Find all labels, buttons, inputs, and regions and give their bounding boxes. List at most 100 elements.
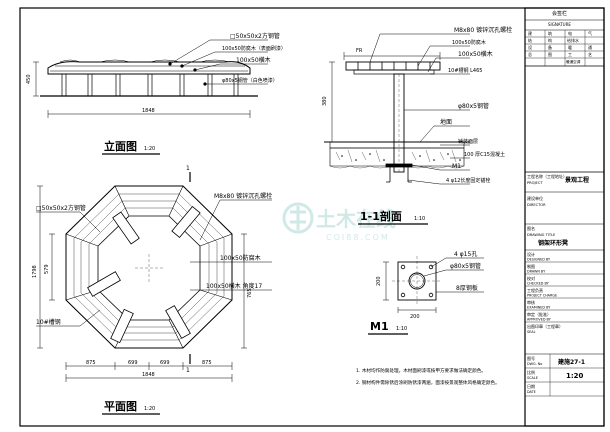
tb-sig-cell: 艺 — [588, 52, 592, 57]
section-dim-height: 380 — [322, 96, 328, 106]
tb-date-label-en: DATE — [527, 390, 536, 394]
section-view — [324, 33, 470, 185]
tb-dwgno-label: 图号 — [527, 355, 535, 361]
tb-sig-cell: 通 — [588, 44, 592, 50]
tb-row-label: 审定（批准） — [527, 311, 551, 317]
tb-row-label: 设计 — [527, 251, 535, 257]
elevation-dim-length: 1848 — [142, 108, 155, 114]
tb-row-label-en: DRAWN BY — [527, 270, 546, 274]
tb-row-label-en: PROJECT CHARGE — [527, 294, 557, 298]
m1-callout: φ80x5钢管 — [450, 262, 481, 270]
plan-dim-right: 765 — [247, 288, 253, 298]
plan-dim: 875 — [202, 360, 212, 366]
plan-callout: 100x50防腐木 — [220, 254, 261, 262]
tb-project-name: 景观工程 — [564, 176, 589, 184]
note-line: 1. 木材均作防腐处理，木材面刷漆或按甲方要求做法确定颜色。 — [356, 367, 486, 374]
tb-seal-label: 出图印章（工程章） — [527, 323, 563, 329]
tb-row-label: 工程负责 — [527, 287, 543, 293]
tb-drawing-number: 建施27-1 — [558, 358, 585, 366]
tb-header-en: SIGNATURE — [548, 22, 571, 27]
section-callout: 4 φ12长度固定锚栓 — [446, 177, 490, 184]
watermark: 土木在线 COI88.COM — [282, 202, 396, 242]
plan-title: 平面图 1:20 — [102, 400, 160, 415]
m1-dim: 200 — [410, 314, 420, 320]
plan-dim: 875 — [86, 360, 96, 366]
tb-sig-cell: 设 — [528, 44, 532, 50]
tb-title-label-en: DRAWING TITLE — [527, 233, 556, 237]
elevation-callout: φ80x5钢管（白色喷漆） — [222, 77, 278, 84]
tb-project-label: 工程名称（工程地址） — [527, 173, 567, 179]
section-title: 1-1剖面 1:10 — [358, 209, 428, 225]
plan-callout: 100x50横木 角度17 — [206, 282, 262, 290]
m1-title: M1 1:10 — [368, 320, 408, 335]
tb-project-label-en: PROJECT — [527, 181, 543, 185]
plan-dim-total: 1848 — [142, 372, 155, 378]
elevation-callout: 100x50横木 — [236, 56, 271, 64]
plan-section-mark: 1 — [186, 165, 190, 172]
tb-row-label-en: EXAMINED BY — [527, 306, 551, 310]
section-dim-width: FR — [356, 48, 363, 54]
plan-dim-left: 1798 — [32, 265, 38, 278]
tb-title-label: 图名 — [527, 225, 535, 231]
tb-row-label-en: APPROVED BY — [527, 318, 552, 322]
section-callout: φ80x5钢管 — [458, 102, 489, 110]
plan-dim: 699 — [128, 360, 138, 366]
elevation-scale: 1:20 — [144, 146, 155, 152]
elevation-title: 立面图 1:20 — [102, 139, 160, 155]
watermark-text: 土木在线 — [316, 207, 396, 231]
section-callout: M8x80 镀锌沉孔螺栓 — [454, 26, 512, 34]
notes: 1. 木材均作防腐处理，木材面刷漆或按甲方要求做法确定颜色。 2. 钢材构件需除… — [356, 367, 500, 386]
m1-callout: 8厚钢板 — [456, 284, 478, 292]
title-block — [524, 7, 605, 427]
tb-header: 会签栏 — [552, 10, 567, 17]
plan-callout: □50x50x2方钢管 — [36, 204, 86, 212]
section-callout: 铺装面层 — [458, 138, 478, 145]
tb-row-label: 校对 — [527, 275, 535, 281]
plan-section-mark: 1 — [186, 367, 190, 374]
section-scale: 1:10 — [414, 216, 425, 222]
tb-row-label: 审核 — [527, 299, 535, 305]
tb-sig-cell: 总 — [528, 51, 532, 57]
tb-row-label-en: CHECKED BY — [527, 282, 550, 286]
plan-view — [36, 172, 272, 382]
tb-sig-cell: 结 — [528, 37, 532, 43]
section-title-text: 1-1剖面 — [360, 209, 402, 223]
note-line: 2. 钢材构件需除锈后涂刷防锈漆两遍，面漆按景观整体风格确定颜色。 — [356, 379, 500, 386]
m1-title-text: M1 — [370, 320, 389, 333]
tb-sig-cell: 构 — [548, 37, 552, 43]
tb-director-label: 建设单位 — [527, 195, 543, 201]
section-callout: 100 厚C15混凝土 — [464, 151, 505, 158]
tb-drawing-title: 钢架环形凳 — [538, 239, 568, 247]
plan-dim: 699 — [160, 360, 170, 366]
elevation-title-text: 立面图 — [104, 139, 137, 153]
section-callout: 100x50防腐木 — [452, 39, 486, 46]
tb-sig-cell: 暖 — [568, 44, 572, 50]
watermark-logo-icon — [282, 202, 314, 234]
tb-sig-cell: 暖通空调 — [566, 59, 581, 64]
m1-callout: 4 φ15孔 — [454, 250, 477, 258]
title-block-text: 会签栏 SIGNATURE 建 筑 电 气 结 构 给排水 设 备 暖 通 总 … — [527, 10, 592, 394]
tb-dwgno-label-en: DWG. No — [527, 362, 542, 366]
plan-dim-left: 579 — [44, 264, 50, 274]
section-callout: 10#槽钢 L465 — [448, 67, 482, 74]
elevation-callout: □50x50x2方钢管 — [230, 32, 280, 40]
plan-callout: M8x80 镀锌沉孔螺栓 — [214, 192, 272, 200]
plan-title-text: 平面图 — [104, 400, 137, 413]
tb-sig-cell: 建 — [528, 30, 532, 36]
watermark-subtext: COI88.COM — [326, 233, 390, 242]
tb-seal-label-en: SEAL — [527, 330, 536, 334]
tb-sig-cell: 电 — [568, 30, 572, 36]
section-callout: 地面 — [440, 118, 452, 126]
tb-sig-cell: 给排水 — [567, 37, 579, 43]
elevation-dim-height: 450 — [26, 74, 32, 84]
tb-sig-cell: 气 — [588, 30, 592, 36]
tb-sig-cell: 图 — [548, 51, 552, 57]
elevation-callout: 100x50防腐木（表面刷漆） — [222, 45, 286, 52]
tb-scale: 1:20 — [566, 372, 584, 380]
section-callout: M1 — [452, 163, 461, 170]
elevation-view — [33, 39, 268, 118]
plan-scale: 1:20 — [144, 406, 155, 412]
tb-scale-label-en: SCALE — [527, 376, 538, 380]
